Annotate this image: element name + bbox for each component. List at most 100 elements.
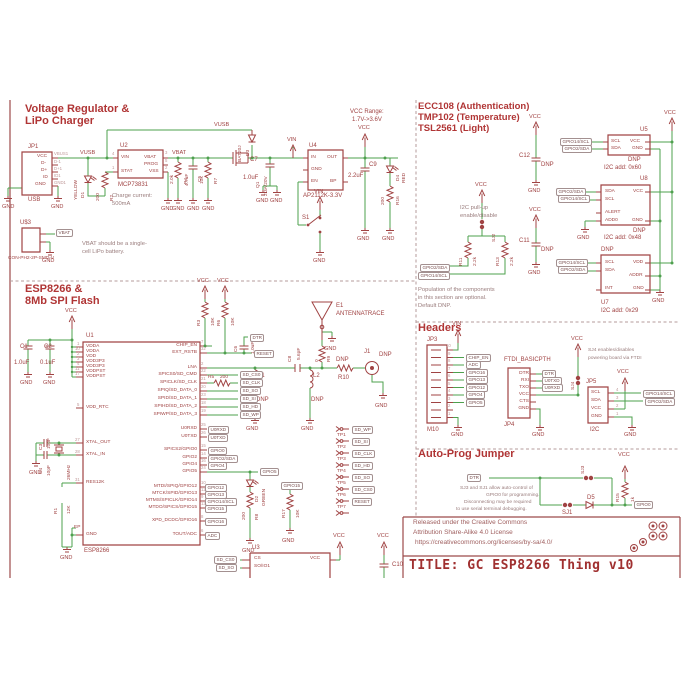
esp-reset: RESET: [254, 350, 275, 358]
headers-jp4: JP4: [504, 422, 515, 428]
power-d-1: D+1: [54, 166, 63, 171]
esp-dtr: DTR: [250, 334, 265, 342]
power-vbat: VBAT: [144, 155, 157, 160]
headers-2: 2: [616, 403, 619, 408]
esp-c1: C1: [20, 344, 28, 350]
esp-res12k: RES12K: [86, 480, 105, 485]
sensors-section-title-line2: TMP102 (Temperature): [418, 112, 520, 123]
headers-i2c: I2C: [590, 427, 600, 433]
sensors-vcc: VCC: [633, 189, 644, 194]
power-section-title-line2: LiPo Charger: [25, 115, 95, 127]
headers-powering-board-via-ftdi: powering board via FTDI: [588, 356, 642, 361]
power-charge-current: Charge current:: [112, 193, 153, 199]
esp-vcc: VCC: [65, 308, 77, 314]
headers-gpio5: GPIO5: [466, 399, 486, 407]
power-u4: U4: [309, 143, 317, 149]
esp-2: 2: [77, 351, 80, 356]
esp-vddpst: VDDPST: [86, 374, 106, 379]
esp-r3: R3: [197, 319, 202, 326]
power-4-7uf: 4.7uF: [185, 173, 190, 186]
esp-gpio15: GPIO15: [205, 505, 227, 513]
esp-vcc: VCC: [377, 533, 389, 539]
power-gnd: GND: [187, 206, 200, 212]
power-u2: U2: [120, 143, 128, 149]
sensors-r11: R11: [459, 257, 464, 266]
sensors-u7: U7: [601, 300, 609, 306]
sensors-dnp: DNP: [601, 247, 614, 253]
power-vin: VIN: [287, 137, 297, 143]
esp-esp8266: ESP8266: [84, 548, 110, 554]
power-out: OUT: [327, 155, 338, 160]
headers-10: 10: [446, 343, 451, 348]
esp-dnp: DNP: [256, 397, 269, 403]
titleblock-drawing-title: TITLE: GC ESP8266 Thing v10: [409, 558, 634, 573]
power-usb: USB: [28, 197, 41, 203]
headers-m10: M10: [427, 427, 439, 433]
esp-c2: C2: [44, 344, 52, 350]
headers-jp5: JP5: [586, 379, 597, 385]
sensors-section-title-line1: ECC108 (Authentication): [418, 101, 530, 112]
headers-gnd: GND: [451, 432, 464, 438]
sensors-sj2: SJ2: [492, 233, 497, 242]
power-vin: VIN: [121, 155, 129, 160]
headers-vcc: VCC: [617, 369, 629, 375]
headers-gnd: GND: [532, 432, 545, 438]
sensors-scl: SCL: [605, 197, 615, 202]
power-graphics: [3, 129, 399, 256]
power-vss: VSS: [149, 169, 159, 174]
headers-7: 7: [448, 366, 451, 371]
esp-21: 21: [201, 376, 206, 381]
power-gnd: GND: [202, 206, 215, 212]
esp-u3: U3: [252, 545, 260, 551]
esp-r5: R5: [208, 375, 215, 380]
power-id1: ID1: [54, 173, 61, 178]
esp-tp3: TP3: [337, 457, 346, 462]
power-vbat-net-flag: VBAT: [56, 229, 73, 237]
headers-gpio14-scl: GPIO14/SCL: [643, 390, 675, 398]
esp-2: 2: [201, 361, 204, 366]
esp-vdda: VDDA: [86, 344, 100, 349]
esp-spiq-sd-data-0: SPIQ/SD_DATA_0: [157, 388, 197, 393]
esp-5-6pf: 5.6pF: [297, 347, 302, 360]
headers-vin: VIN: [452, 321, 462, 327]
esp-sd-clk: SD_CLK: [240, 379, 263, 387]
esp-chip-en: CHIP_EN: [176, 343, 197, 348]
esp-6: 6: [201, 528, 204, 533]
esp-u0rxd: U0RXD: [208, 426, 229, 434]
esp-26mhz: 26MHz: [67, 464, 72, 480]
esp-sd-so: SD_SO: [240, 387, 261, 395]
power-gnd: GND: [270, 198, 283, 204]
power-cell-lipo-battery: cell LiPo battery.: [82, 249, 125, 255]
sensors-vcc: VCC: [529, 207, 541, 213]
esp-dnp: DNP: [379, 352, 392, 358]
power-s1: S1: [302, 215, 310, 221]
headers-9: 9: [448, 351, 451, 356]
esp-gnd: GND: [29, 470, 42, 476]
headers-sj4: SJ4: [571, 381, 576, 390]
power-r16: R16: [396, 196, 401, 205]
power-mcp73831: MCP73831: [118, 182, 149, 188]
esp-19: 19: [201, 408, 206, 413]
esp-10: 10: [201, 480, 206, 485]
power-c9: C9: [369, 162, 377, 168]
esp-vdd3p3: VDD3P3: [86, 364, 105, 369]
esp-17: 17: [75, 371, 80, 376]
esp-xtal-in: XTAL_IN: [86, 452, 106, 457]
esp-vcc: VCC: [333, 533, 345, 539]
sensors-dnp: DNP: [633, 228, 646, 234]
sensors-gnd: GND: [633, 286, 644, 291]
power-3: 3: [165, 150, 168, 155]
esp-ext-rstb: EXT_RSTB: [172, 350, 197, 355]
autoprog-graphics: [489, 465, 632, 510]
sensors-scl: SCL: [611, 139, 621, 144]
esp-u0txd: U0TXD: [181, 434, 197, 439]
esp-mtck-spid-gpio13: MTCK/SPID/GPIO13: [152, 491, 197, 496]
esp-10: 10: [75, 346, 80, 351]
headers-section-title: Headers: [418, 322, 462, 334]
titleblock-license-line2: Attribution Share-Alike 4.0 License: [413, 529, 513, 536]
power-200: 200: [96, 192, 101, 201]
esp-8: 8: [201, 514, 204, 519]
esp-24: 24: [201, 465, 206, 470]
sensors-u5: U5: [640, 127, 648, 133]
esp-r1: R1: [54, 507, 59, 514]
